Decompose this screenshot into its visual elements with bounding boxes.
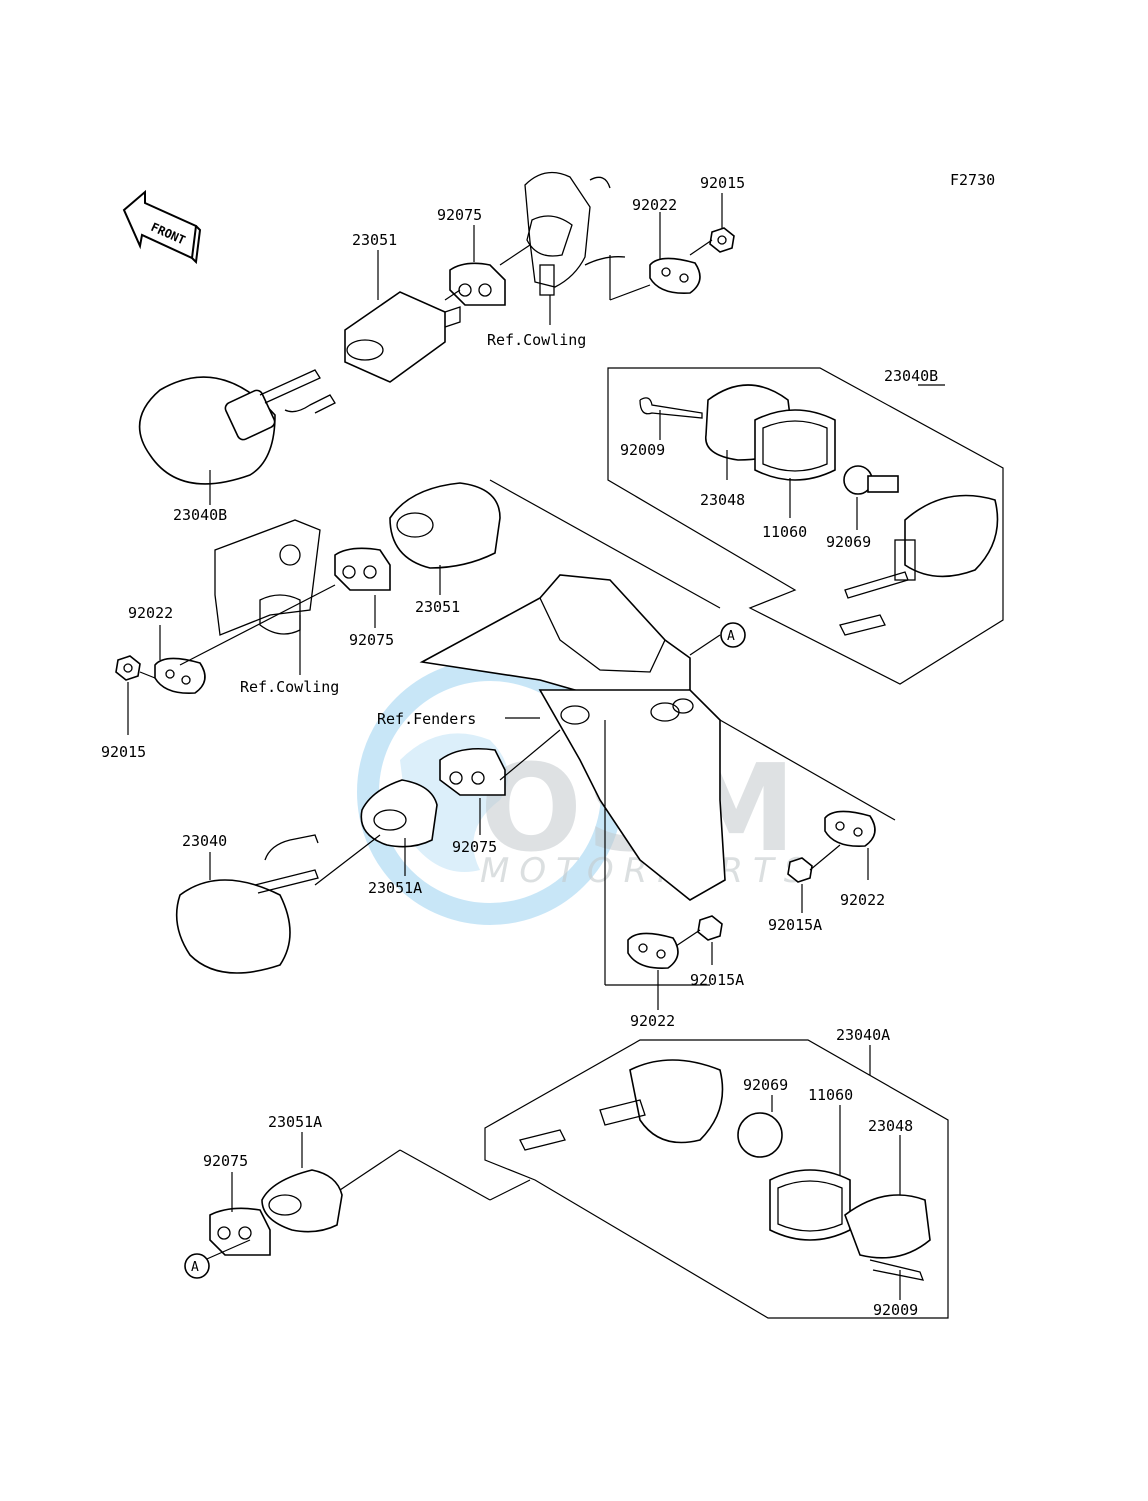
kit-box-23040A — [484, 1039, 949, 1319]
svg-text:A: A — [191, 1260, 199, 1275]
label-92015-left: 92015 — [101, 743, 146, 761]
label-11060-low: 11060 — [808, 1086, 853, 1104]
label-23048-low: 23048 — [868, 1117, 913, 1135]
label-92069-right: 92069 — [826, 533, 871, 551]
label-92022-low: 92022 — [630, 1012, 675, 1030]
figure-code: F2730 — [950, 171, 995, 189]
turn-signal-23040B-left — [138, 369, 336, 485]
plate-92022-left — [154, 657, 206, 695]
label-92075-top: 92075 — [437, 206, 482, 224]
leader-lines — [127, 193, 945, 1300]
rear-fender — [419, 574, 726, 901]
label-11060-right: 11060 — [762, 523, 807, 541]
callout-a-bottom: A — [184, 1253, 210, 1279]
label-92015A-low: 92015A — [690, 971, 744, 989]
label-23051A-mid: 23051A — [368, 879, 422, 897]
label-92075-low: 92075 — [452, 838, 497, 856]
rubber-grommet-92075-mid — [334, 547, 391, 591]
label-23040B-kit: 23040B — [884, 367, 938, 385]
label-92075-mid: 92075 — [349, 631, 394, 649]
label-92022-left: 92022 — [128, 604, 173, 622]
label-92022-top: 92022 — [632, 196, 677, 214]
holder-23051-top — [344, 291, 461, 383]
label-23048-right: 23048 — [700, 491, 745, 509]
label-ref-fenders: Ref.Fenders — [377, 710, 476, 728]
part-labels: 92015 92022 92075 23051 Ref.Cowling 2304… — [101, 174, 938, 1319]
label-92009-low: 92009 — [873, 1301, 918, 1319]
label-ref-cowling-top: Ref.Cowling — [487, 331, 586, 349]
nut-92015A-right — [787, 857, 813, 883]
label-92015A-right: 92015A — [768, 916, 822, 934]
label-92069-low: 92069 — [743, 1076, 788, 1094]
plate-92022-top — [649, 257, 701, 295]
label-ref-cowling-mid: Ref.Cowling — [240, 678, 339, 696]
front-arrow-icon: FRONT — [122, 189, 202, 265]
label-23040A-kit: 23040A — [836, 1026, 890, 1044]
plate-92022-right — [824, 810, 876, 848]
callout-a-top: A — [720, 622, 746, 648]
nut-92015-top — [709, 227, 735, 253]
label-92075-bottom: 92075 — [203, 1152, 248, 1170]
turn-signal-23040-left — [175, 834, 319, 974]
label-23051A-low: 23051A — [268, 1113, 322, 1131]
label-23040-left: 23040 — [182, 832, 227, 850]
kit-box-23040B — [607, 367, 1004, 685]
label-92015-top: 92015 — [700, 174, 745, 192]
plate-92022-low — [627, 932, 679, 970]
cowling-bracket-mid — [214, 519, 321, 636]
cowling-bracket-top — [524, 171, 626, 296]
rubber-grommet-92075-low — [439, 747, 506, 796]
holder-23051-mid — [389, 482, 501, 569]
label-92009-right: 92009 — [620, 441, 665, 459]
label-23051-top: 23051 — [352, 231, 397, 249]
label-23040B-left: 23040B — [173, 506, 227, 524]
holder-23051A-mid — [360, 779, 438, 848]
rubber-grommet-92075-bottom — [209, 1207, 271, 1256]
rubber-grommet-92075-top — [449, 262, 506, 306]
holder-23051A-low — [261, 1169, 343, 1233]
nut-92015-left — [115, 655, 141, 681]
svg-text:A: A — [727, 629, 735, 644]
label-92022-right: 92022 — [840, 891, 885, 909]
nut-92015A-low — [697, 915, 723, 941]
label-23051-mid: 23051 — [415, 598, 460, 616]
